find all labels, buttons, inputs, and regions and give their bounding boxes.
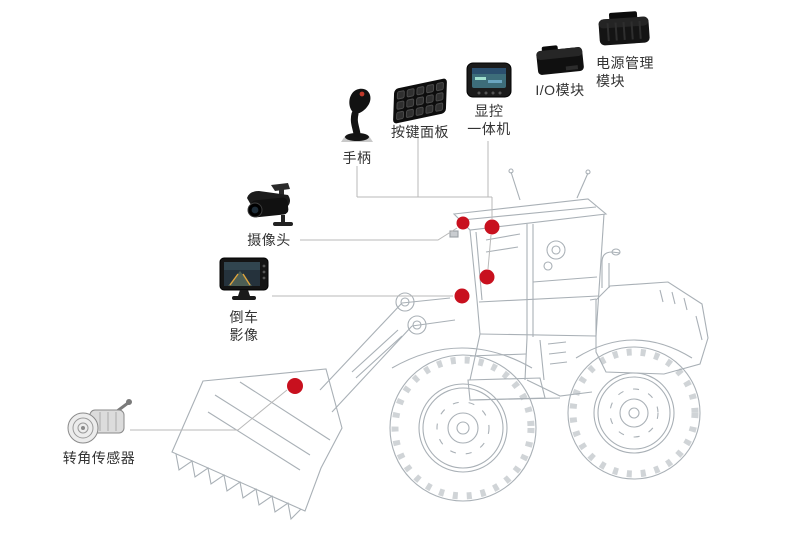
component-power-module: 电源管理 模块: [596, 10, 666, 90]
component-camera: 摄像头: [240, 182, 298, 249]
keypad-icon: [392, 77, 448, 125]
component-handle: 手柄: [332, 84, 382, 167]
io-module-icon: [533, 39, 586, 80]
mount-marker-cab-interior: [479, 269, 495, 285]
angle-sensor-label: 转角传感器: [62, 450, 136, 466]
mount-marker-roof: [484, 219, 500, 235]
component-angle-sensor: 转角传感器: [60, 396, 138, 467]
rear-view-monitor-icon: [218, 256, 270, 304]
power-module-label-line1: 电源管理: [596, 55, 654, 71]
rear-view-label-line1: 倒车: [229, 309, 259, 325]
io-module-label: I/O模块: [535, 82, 585, 98]
mount-marker-front-frame: [454, 288, 470, 304]
camera-icon: [241, 182, 297, 228]
connector-lines: [130, 136, 493, 431]
connector-interior: [487, 234, 492, 270]
angle-sensor-icon: [64, 396, 134, 446]
camera-label: 摄像头: [247, 232, 291, 248]
component-io-module: I/O模块: [532, 42, 588, 99]
handle-label: 手柄: [342, 150, 372, 166]
keypad-label: 按键面板: [391, 124, 449, 140]
component-keypad: 按键面板: [388, 77, 452, 141]
connector-camera: [300, 227, 458, 241]
display-unit-icon: [466, 62, 512, 102]
power-module-label-line2: 模块: [596, 73, 625, 89]
connector-angle-sensor: [130, 389, 288, 431]
component-display: 显控 一体机: [464, 62, 514, 138]
rear-view-label-line2: 影像: [229, 327, 259, 343]
display-label-line2: 一体机: [467, 121, 511, 137]
display-label-line1: 显控: [474, 103, 504, 119]
mount-marker-cab-camera: [456, 216, 470, 230]
component-rear-view: 倒车 影像: [218, 256, 270, 344]
mount-marker-boom: [287, 378, 303, 394]
power-module-icon: [595, 8, 654, 50]
mount-markers: [287, 216, 500, 394]
joystick-icon: [337, 84, 377, 146]
